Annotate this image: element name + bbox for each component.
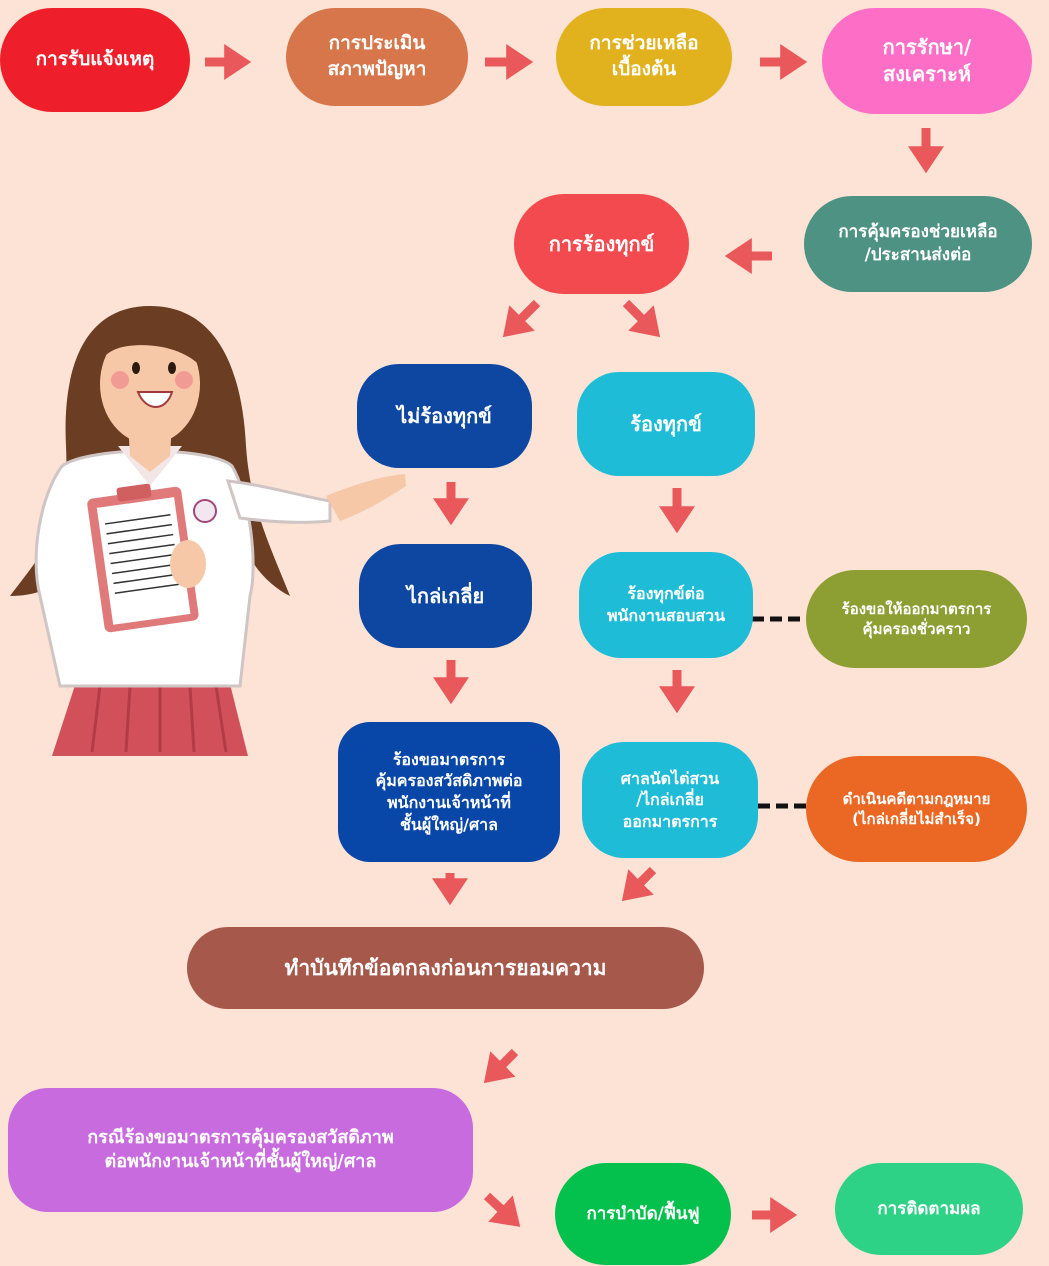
node-court: ศาลนัดไต่สวน /ไกล่เกลี่ย ออกมาตรการ bbox=[582, 742, 758, 858]
woman-illustration bbox=[10, 306, 406, 756]
node-interim-protection: ร้องขอให้ออกมาตรการ คุ้มครองชั่วคราว bbox=[806, 570, 1027, 668]
node-treatment: การรักษา/ สงเคราะห์ bbox=[822, 8, 1032, 114]
node-welfare-request: ร้องขอมาตรการ คุ้มครองสวัสดิภาพต่อ พนักง… bbox=[338, 722, 560, 862]
arrow-memo-to-case bbox=[483, 1048, 519, 1084]
node-case-welfare: กรณีร้องขอมาตรการคุ้มครองสวัสดิภาพ ต่อพน… bbox=[8, 1088, 473, 1212]
node-follow-up: การติดตามผล bbox=[835, 1163, 1023, 1255]
node-litigation: ดำเนินคดีตามกฎหมาย (ไกล่เกลี่ยไม่สำเร็จ) bbox=[806, 756, 1027, 862]
node-first-aid: การช่วยเหลือ เบื้องต้น bbox=[556, 8, 732, 106]
arrow-complaint-to-file bbox=[622, 299, 661, 338]
node-protection: การคุ้มครองช่วยเหลือ /ประสานส่งต่อ bbox=[804, 196, 1032, 292]
arrow-complaint-to-no-complaint bbox=[502, 299, 541, 338]
node-rehab: การบำบัด/ฟื้นฟู bbox=[555, 1163, 731, 1265]
arrow-case-to-rehab bbox=[483, 1192, 521, 1227]
node-memorandum: ทำบันทึกข้อตกลงก่อนการยอมความ bbox=[187, 927, 704, 1009]
node-assess: การประเมิน สภาพปัญหา bbox=[286, 8, 468, 106]
arrow-court-to-memo bbox=[621, 866, 657, 902]
node-report: การรับแจ้งเหตุ bbox=[0, 8, 190, 112]
node-file-complaint: ร้องทุกข์ bbox=[577, 372, 755, 476]
node-mediation: ไกล่เกลี่ย bbox=[359, 544, 532, 648]
node-complaint-officer: ร้องทุกข์ต่อ พนักงานสอบสวน bbox=[579, 552, 753, 658]
node-complaint: การร้องทุกข์ bbox=[514, 194, 689, 294]
node-no-complaint: ไม่ร้องทุกข์ bbox=[357, 364, 532, 468]
